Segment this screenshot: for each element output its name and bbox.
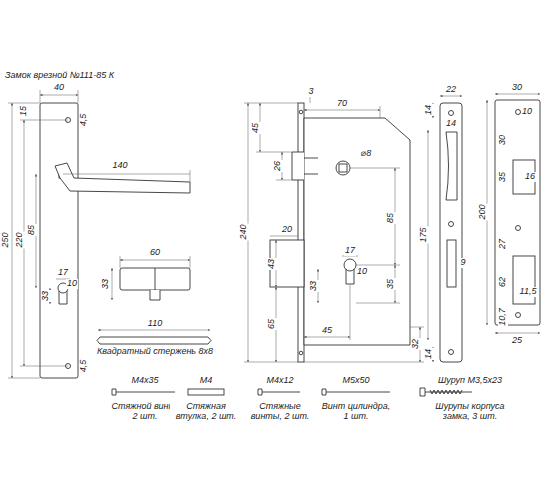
- part-label: Шурупы корпуса замка, 3 шт.: [424, 402, 516, 422]
- dimension-label: 250: [1, 231, 11, 248]
- faceplate: [440, 103, 462, 362]
- dimension-label: 200: [478, 203, 488, 220]
- dimension-label: 14: [445, 119, 457, 129]
- drawing-title: Замок врезной №111-85 К: [5, 70, 114, 80]
- dimension-label: 85: [386, 212, 396, 224]
- part-label: Шуруп М3,5х23: [437, 376, 503, 386]
- dimension-label: 220: [15, 231, 25, 248]
- dimension-label: 4,5: [79, 359, 89, 374]
- dimension-label: 3: [307, 87, 314, 97]
- dimension-label: 30: [498, 134, 508, 146]
- dimension-label: 4,5: [79, 113, 89, 128]
- lock-body: [270, 103, 410, 362]
- dimension-label: ⌀8: [360, 149, 372, 159]
- dimension-label: 33: [101, 278, 111, 290]
- dimension-label: 65: [267, 318, 277, 330]
- dimension-label: 70: [336, 99, 348, 109]
- dimension-label: 62: [498, 276, 508, 288]
- part-label: М5х50: [341, 376, 370, 386]
- dimension-label: 35: [498, 171, 508, 183]
- part-label: Стяжные винты, 2 шт.: [244, 402, 316, 422]
- dimension-label: 17: [57, 268, 69, 278]
- faceplate-dimensions: [433, 96, 462, 362]
- screws: [112, 388, 472, 396]
- dimension-label: 26: [273, 160, 283, 172]
- part-label: М4х35: [130, 376, 159, 386]
- dimension-label: 16: [524, 172, 536, 182]
- dimension-label: 10: [521, 107, 533, 117]
- dimension-label: 25: [511, 336, 523, 346]
- dimension-label: 45: [321, 326, 333, 336]
- dimension-label: 35: [386, 278, 396, 290]
- dimension-label: 33: [309, 280, 319, 292]
- dimension-label: 30: [511, 83, 523, 93]
- square-rod: [97, 330, 211, 344]
- dimension-label: 11,5: [519, 287, 538, 297]
- dimension-label: 33: [41, 290, 51, 302]
- dimension-label: 9: [459, 258, 466, 268]
- strike-dimensions: [487, 94, 540, 333]
- cylinder: [120, 268, 190, 300]
- dimension-label: 45: [251, 122, 261, 134]
- dimension-label: 14: [424, 104, 434, 116]
- dimension-label: 240: [239, 223, 249, 240]
- part-label: Стяжная втулка, 2 шт.: [170, 402, 242, 422]
- dimension-label: 15: [19, 105, 29, 117]
- lock-dimensions: [244, 97, 428, 362]
- part-label: М4: [199, 376, 214, 386]
- dimension-label: 10: [66, 279, 78, 289]
- dimension-label: 60: [149, 248, 161, 258]
- dimension-label: 17: [344, 246, 356, 256]
- dimension-label: 40: [53, 83, 65, 93]
- dimension-label: 32: [411, 338, 421, 350]
- strike-plate: [495, 100, 540, 325]
- dimension-label: 175: [419, 226, 429, 243]
- dimension-label: 22: [445, 85, 457, 95]
- dimension-label: 85: [27, 224, 37, 236]
- cylinder-dimensions: [112, 256, 190, 300]
- dimension-label: 10: [356, 267, 368, 277]
- part-label: Винт цилиндра, 1 шт.: [320, 402, 392, 422]
- dimension-label: Квадратный стержень 8х8: [96, 347, 214, 357]
- dimension-label: 14: [424, 348, 434, 360]
- part-label: М4х12: [265, 376, 294, 386]
- dimension-label: 140: [111, 161, 128, 171]
- dimension-label: 110: [147, 319, 163, 329]
- handle-dimensions: [8, 90, 190, 378]
- dimension-label: 10,7: [498, 307, 508, 327]
- dimension-label: 20: [281, 225, 293, 235]
- dimension-label: 43: [267, 258, 277, 270]
- dimension-label: 27: [498, 238, 508, 250]
